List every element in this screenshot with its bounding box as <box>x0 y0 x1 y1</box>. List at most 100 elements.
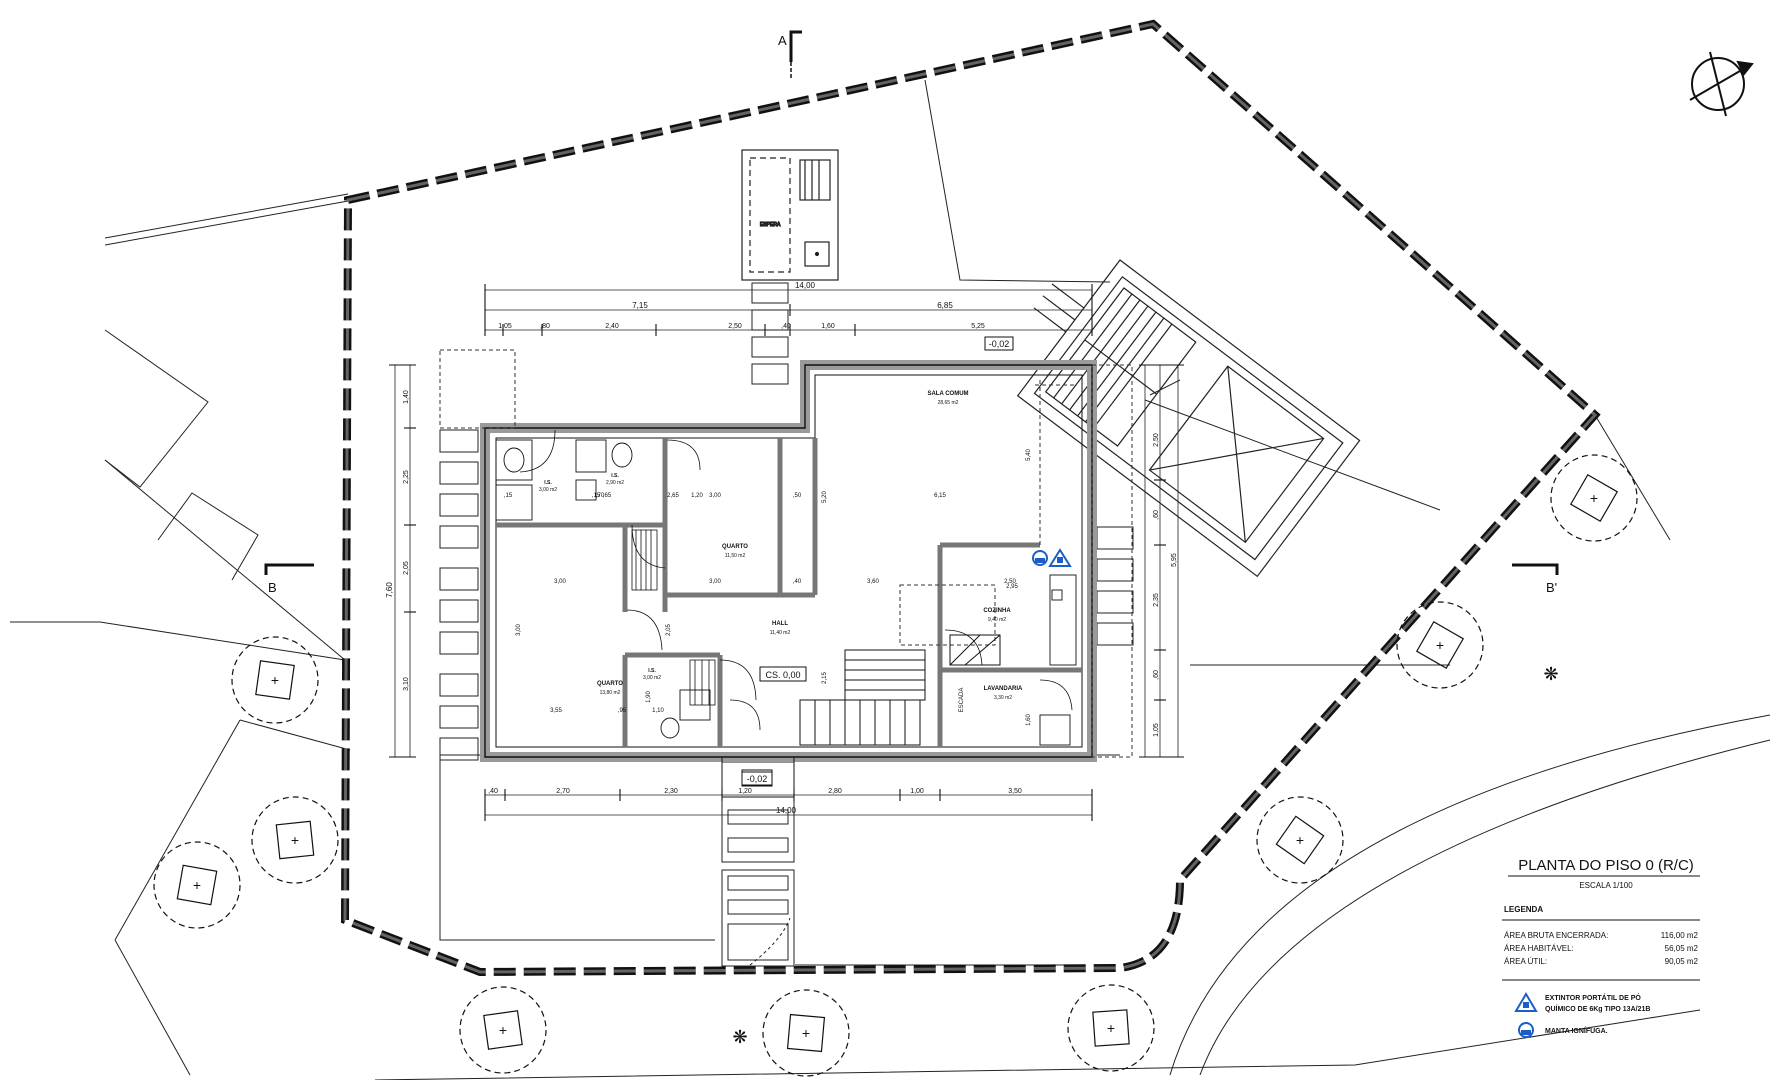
svg-text:+: + <box>1296 832 1304 848</box>
room-quarto2-area: 13,80 m2 <box>600 690 621 696</box>
legend-extinguisher-icon <box>1514 992 1538 1012</box>
site-context <box>10 79 1771 1080</box>
bottom-pavers <box>721 761 795 967</box>
svg-text:ESCADA: ESCADA <box>959 688 965 713</box>
svg-text:2,80: 2,80 <box>828 788 842 795</box>
svg-text:,40: ,40 <box>488 788 498 795</box>
svg-text:2,50: 2,50 <box>728 323 742 330</box>
svg-text:3,00 m2: 3,00 m2 <box>643 675 661 681</box>
tree-icon: + <box>1067 984 1155 1072</box>
svg-text:,60: ,60 <box>1153 510 1160 520</box>
section-mark-a: A <box>778 33 787 48</box>
top-annex: ESPERA <box>741 149 839 281</box>
svg-text:,70: ,70 <box>596 493 605 499</box>
svg-text:,60: ,60 <box>1153 670 1160 680</box>
section-marks <box>264 30 1559 575</box>
svg-text:+: + <box>1107 1020 1115 1036</box>
legend-fire-blanket-icon <box>1518 1022 1534 1038</box>
svg-text:1,20: 1,20 <box>738 788 752 795</box>
svg-text:5,95: 5,95 <box>1171 553 1178 567</box>
tree-icon: + <box>1256 796 1344 884</box>
dim-top-total: 14,00 <box>795 281 816 290</box>
svg-text:+: + <box>1436 637 1444 653</box>
room-cozinha-area: 9,40 m2 <box>988 617 1006 623</box>
svg-text:❋: ❋ <box>732 1027 747 1047</box>
svg-text:+: + <box>802 1025 810 1041</box>
svg-text:MANTA IGNÍFUGA.: MANTA IGNÍFUGA. <box>1545 1026 1608 1035</box>
tree-icon: + <box>459 986 547 1074</box>
svg-text:6,85: 6,85 <box>937 301 953 310</box>
svg-text:2,05: 2,05 <box>666 624 672 636</box>
extinguisher-triangle-icon <box>1048 548 1072 567</box>
svg-text:ÁREA BRUTA ENCERRADA:: ÁREA BRUTA ENCERRADA: <box>1504 931 1608 940</box>
svg-text:2,50: 2,50 <box>1153 433 1160 447</box>
svg-text:7,60: 7,60 <box>385 582 394 598</box>
room-labels: SALA COMUM 28,65 m2 QUARTO 11,50 m2 HALL… <box>539 391 1023 712</box>
drawing-title: PLANTA DO PISO 0 (R/C) <box>1518 857 1694 874</box>
svg-text:3,10: 3,10 <box>403 677 410 691</box>
svg-text:I.S.: I.S. <box>611 473 619 479</box>
svg-text:90,05 m2: 90,05 m2 <box>1665 957 1699 966</box>
tree-icon: + <box>251 796 339 884</box>
trees: + + + + + + + + + <box>153 454 1638 1077</box>
svg-text:ESPERA: ESPERA <box>760 222 781 228</box>
room-lavandaria-name: LAVANDARIA <box>984 686 1023 692</box>
svg-text:1,20: 1,20 <box>691 493 703 499</box>
svg-text:,40: ,40 <box>793 579 802 585</box>
svg-text:1,90: 1,90 <box>646 691 652 703</box>
svg-text:1,60: 1,60 <box>821 323 835 330</box>
room-hall-name: HALL <box>772 621 788 627</box>
room-lavandaria-area: 3,30 m2 <box>994 695 1012 701</box>
svg-text:1,05: 1,05 <box>498 323 512 330</box>
svg-text:❋: ❋ <box>1543 664 1558 684</box>
right-pavers <box>1096 526 1134 646</box>
svg-text:1,05: 1,05 <box>1153 723 1160 737</box>
svg-text:+: + <box>271 672 279 688</box>
svg-text:QUÍMICO DE 6Kg TIPO 13A/21B: QUÍMICO DE 6Kg TIPO 13A/21B <box>1545 1004 1650 1013</box>
exterior-stairs-block <box>1016 259 1361 578</box>
svg-text:EXTINTOR PORTÁTIL DE PÓ: EXTINTOR PORTÁTIL DE PÓ <box>1545 993 1641 1002</box>
level-bottom: -0,02 <box>747 774 768 784</box>
svg-text:56,05 m2: 56,05 m2 <box>1665 944 1699 953</box>
room-sala-comum-name: SALA COMUM <box>927 391 968 397</box>
svg-text:+: + <box>499 1022 507 1038</box>
svg-text:2,25: 2,25 <box>403 470 410 484</box>
building-walls <box>439 349 1133 798</box>
svg-text:6,15: 6,15 <box>934 493 946 499</box>
svg-text:I.S.: I.S. <box>544 480 552 486</box>
top-pavers <box>751 282 789 385</box>
svg-text:5,25: 5,25 <box>971 323 985 330</box>
svg-text:,65: ,65 <box>603 493 612 499</box>
dimension-ticks <box>389 284 1184 821</box>
level-markers: -0,02 CS. 0,00 -0,02 <box>741 336 1014 786</box>
svg-text:3,00: 3,00 <box>554 579 566 585</box>
svg-text:1,60: 1,60 <box>1026 714 1032 726</box>
section-mark-b-prime: B' <box>1546 580 1557 595</box>
room-quarto-name: QUARTO <box>722 544 748 550</box>
tree-icon: + <box>1396 601 1484 689</box>
svg-text:I.S.: I.S. <box>648 668 656 674</box>
svg-text:3,60: 3,60 <box>867 579 879 585</box>
svg-text:,15: ,15 <box>504 493 513 499</box>
tree-icon: + <box>1550 454 1638 542</box>
legend-heading: LEGENDA <box>1504 905 1543 914</box>
north-arrow-icon <box>1689 51 1754 117</box>
svg-text:2,95: 2,95 <box>1006 584 1018 590</box>
svg-text:+: + <box>1590 490 1598 506</box>
tree-icon: + <box>153 841 241 929</box>
svg-text:+: + <box>291 832 299 848</box>
svg-text:116,00 m2: 116,00 m2 <box>1661 931 1699 940</box>
svg-text:1,10: 1,10 <box>652 708 664 714</box>
title-block: PLANTA DO PISO 0 (R/C) ESCALA 1/100 LEGE… <box>1502 857 1700 1038</box>
svg-text:2,35: 2,35 <box>1153 593 1160 607</box>
room-quarto-area: 11,50 m2 <box>725 553 746 559</box>
svg-text:2,65: 2,65 <box>667 493 679 499</box>
svg-text:2,70: 2,70 <box>556 788 570 795</box>
svg-text:3,55: 3,55 <box>550 708 562 714</box>
dim-bottom-total: 14,00 <box>776 806 797 815</box>
room-quarto2-name: QUARTO <box>597 681 623 687</box>
svg-text:7,15: 7,15 <box>632 301 648 310</box>
shrub-icon: ❋ ❋ <box>732 664 1558 1047</box>
svg-text:3,00: 3,00 <box>709 493 721 499</box>
